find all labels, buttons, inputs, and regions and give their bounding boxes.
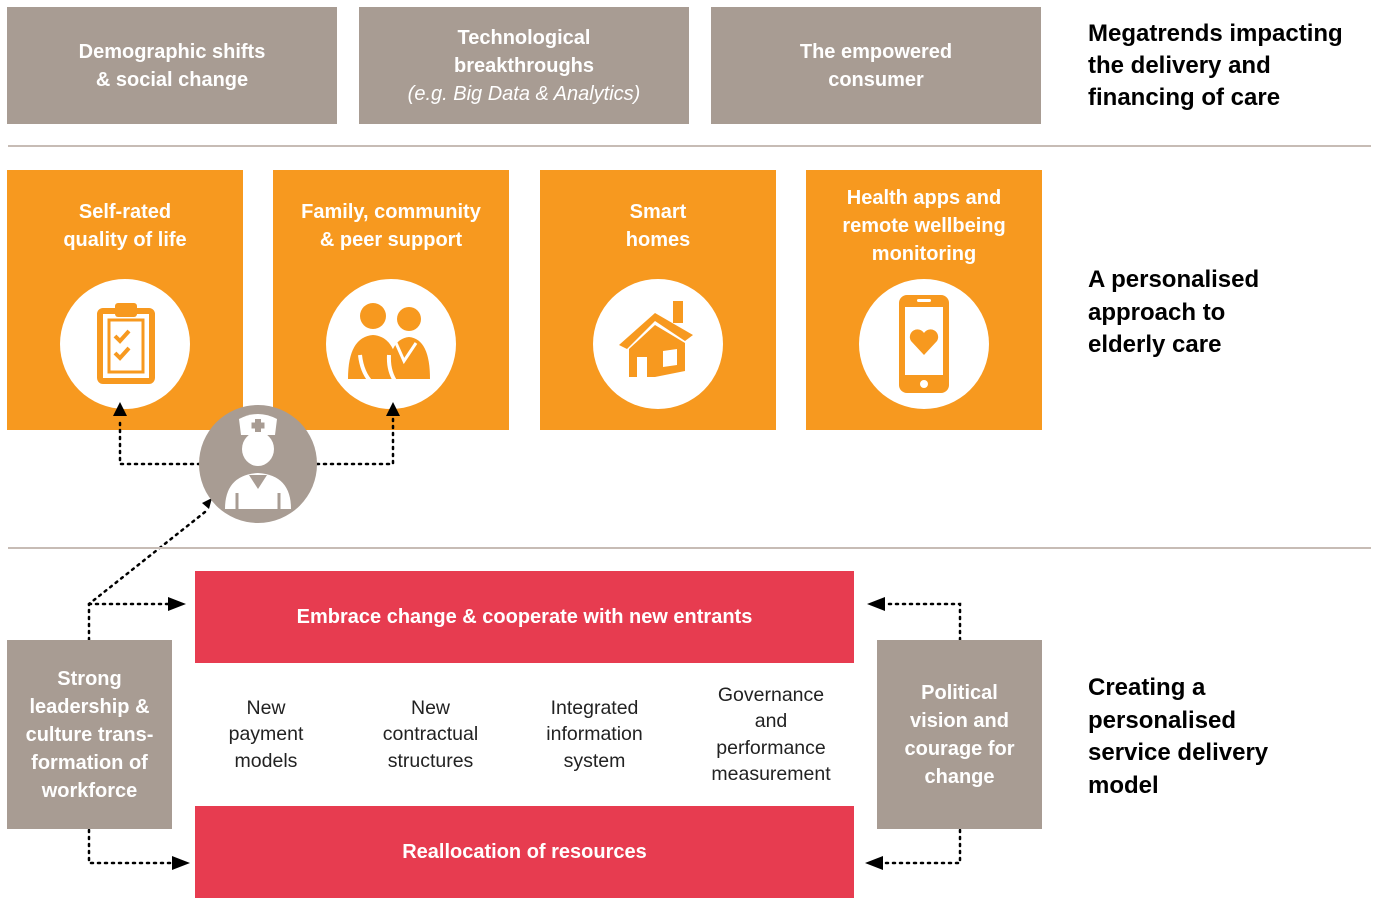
political-line: Political xyxy=(921,681,998,704)
pillar-spacer xyxy=(501,663,524,806)
people-icon xyxy=(348,303,430,387)
pillar-line: and xyxy=(754,710,788,732)
pillar-line: Governance xyxy=(717,683,825,706)
megatrend-line: The empowered xyxy=(799,40,953,63)
pillar-governance: Governance and performance measurement xyxy=(690,663,852,806)
label-line: approach to xyxy=(1088,298,1226,326)
pillar-line: payment xyxy=(228,723,304,746)
pillar-line: structures xyxy=(387,749,474,772)
label-line: A personalised xyxy=(1088,266,1260,293)
pillar-line: system xyxy=(563,749,626,772)
reallocation-text: Reallocation of resources xyxy=(402,840,647,863)
label-line: personalised xyxy=(1088,706,1237,734)
row-divider-1 xyxy=(8,145,1371,147)
card-title-line: quality of life xyxy=(63,229,187,251)
pillar-line: information xyxy=(546,723,643,746)
leadership-line: leadership & xyxy=(29,695,150,718)
house-icon xyxy=(619,301,693,377)
megatrend-note: (e.g. Big Data & Analytics) xyxy=(407,82,641,105)
card-health-apps: Health apps and remote wellbeing monitor… xyxy=(806,170,1042,430)
embrace-change-text: Embrace change & cooperate with new entr… xyxy=(296,605,753,628)
leadership-box: Strong leadership & culture trans- forma… xyxy=(7,640,172,829)
pillar-line: models xyxy=(234,749,298,772)
pillar-spacer xyxy=(665,663,688,806)
megatrends-label: Megatrends impacting the delivery and fi… xyxy=(1088,18,1343,114)
megatrend-line: breakthroughs xyxy=(453,54,595,77)
pillar-line: New xyxy=(410,696,450,719)
political-vision-box: Political vision and courage for change xyxy=(877,640,1042,829)
card-family-support: Family, community & peer support xyxy=(273,170,509,430)
leadership-line: workforce xyxy=(41,779,138,802)
label-line: the delivery and xyxy=(1088,52,1271,79)
label-line: elderly care xyxy=(1088,331,1222,358)
label-line: financing of care xyxy=(1088,84,1281,111)
card-title: Self-rated quality of life xyxy=(7,198,243,254)
leadership-line: formation of xyxy=(31,751,148,774)
megatrend-line: & social change xyxy=(95,68,249,91)
card-title: Smart homes xyxy=(540,198,776,254)
card-title-line: Self-rated xyxy=(78,201,172,223)
smartphone-heart-icon xyxy=(899,295,949,393)
pillar-contractual-structures: New contractual structures xyxy=(362,663,499,806)
pillar-line: performance xyxy=(716,736,826,759)
megatrend-box-technological: Technological breakthroughs (e.g. Big Da… xyxy=(359,7,689,124)
card-title: Health apps and remote wellbeing monitor… xyxy=(806,184,1042,268)
pillar-payment-models: New payment models xyxy=(197,663,335,806)
political-line: change xyxy=(924,765,995,788)
megatrend-line: consumer xyxy=(828,68,924,91)
card-icon-circle xyxy=(60,279,190,409)
card-title-line: Smart xyxy=(629,201,687,223)
label-line: Creating a xyxy=(1088,674,1206,701)
card-icon-circle xyxy=(859,279,989,409)
political-line: courage for xyxy=(904,737,1015,760)
card-title-line: Family, community xyxy=(301,201,481,223)
card-icon-circle xyxy=(326,279,456,409)
megatrend-box-demographic: Demographic shifts & social change xyxy=(7,7,337,124)
label-line: model xyxy=(1088,771,1159,799)
personalised-label: A personalised approach to elderly care xyxy=(1088,264,1259,362)
megatrend-line: Technological xyxy=(457,26,591,49)
embrace-change-bar: Embrace change & cooperate with new entr… xyxy=(195,571,854,663)
reallocation-bar: Reallocation of resources xyxy=(195,806,854,898)
card-self-rated-quality: Self-rated quality of life xyxy=(7,170,243,430)
clipboard-checklist-icon xyxy=(97,303,155,384)
card-icon-circle xyxy=(593,279,723,409)
megatrend-box-consumer: The empowered consumer xyxy=(711,7,1041,124)
card-smart-homes: Smart homes xyxy=(540,170,776,430)
leadership-line: Strong xyxy=(57,667,122,690)
card-title-line: remote wellbeing xyxy=(842,215,1006,237)
pillar-spacer xyxy=(337,663,360,806)
political-line: vision and xyxy=(910,709,1009,732)
card-title-line: Health apps and xyxy=(846,187,1002,209)
leadership-line: culture trans- xyxy=(25,723,154,746)
pillar-line: Integrated xyxy=(550,696,639,719)
label-line: service delivery xyxy=(1088,739,1269,766)
row-divider-2 xyxy=(8,547,1371,549)
nurse-icon xyxy=(199,405,317,523)
card-title: Family, community & peer support xyxy=(273,198,509,254)
delivery-label: Creating a personalised service delivery… xyxy=(1088,672,1268,802)
label-line: Megatrends impacting xyxy=(1088,20,1343,47)
pillar-information-system: Integrated information system xyxy=(526,663,663,806)
pillar-line: New xyxy=(246,696,286,719)
pillar-line: contractual xyxy=(382,723,479,746)
megatrend-line: Demographic shifts xyxy=(78,40,266,63)
pillar-line: measurement xyxy=(711,763,831,785)
card-title-line: & peer support xyxy=(319,229,463,251)
card-title-line: monitoring xyxy=(871,243,977,265)
card-title-line: homes xyxy=(625,229,691,251)
